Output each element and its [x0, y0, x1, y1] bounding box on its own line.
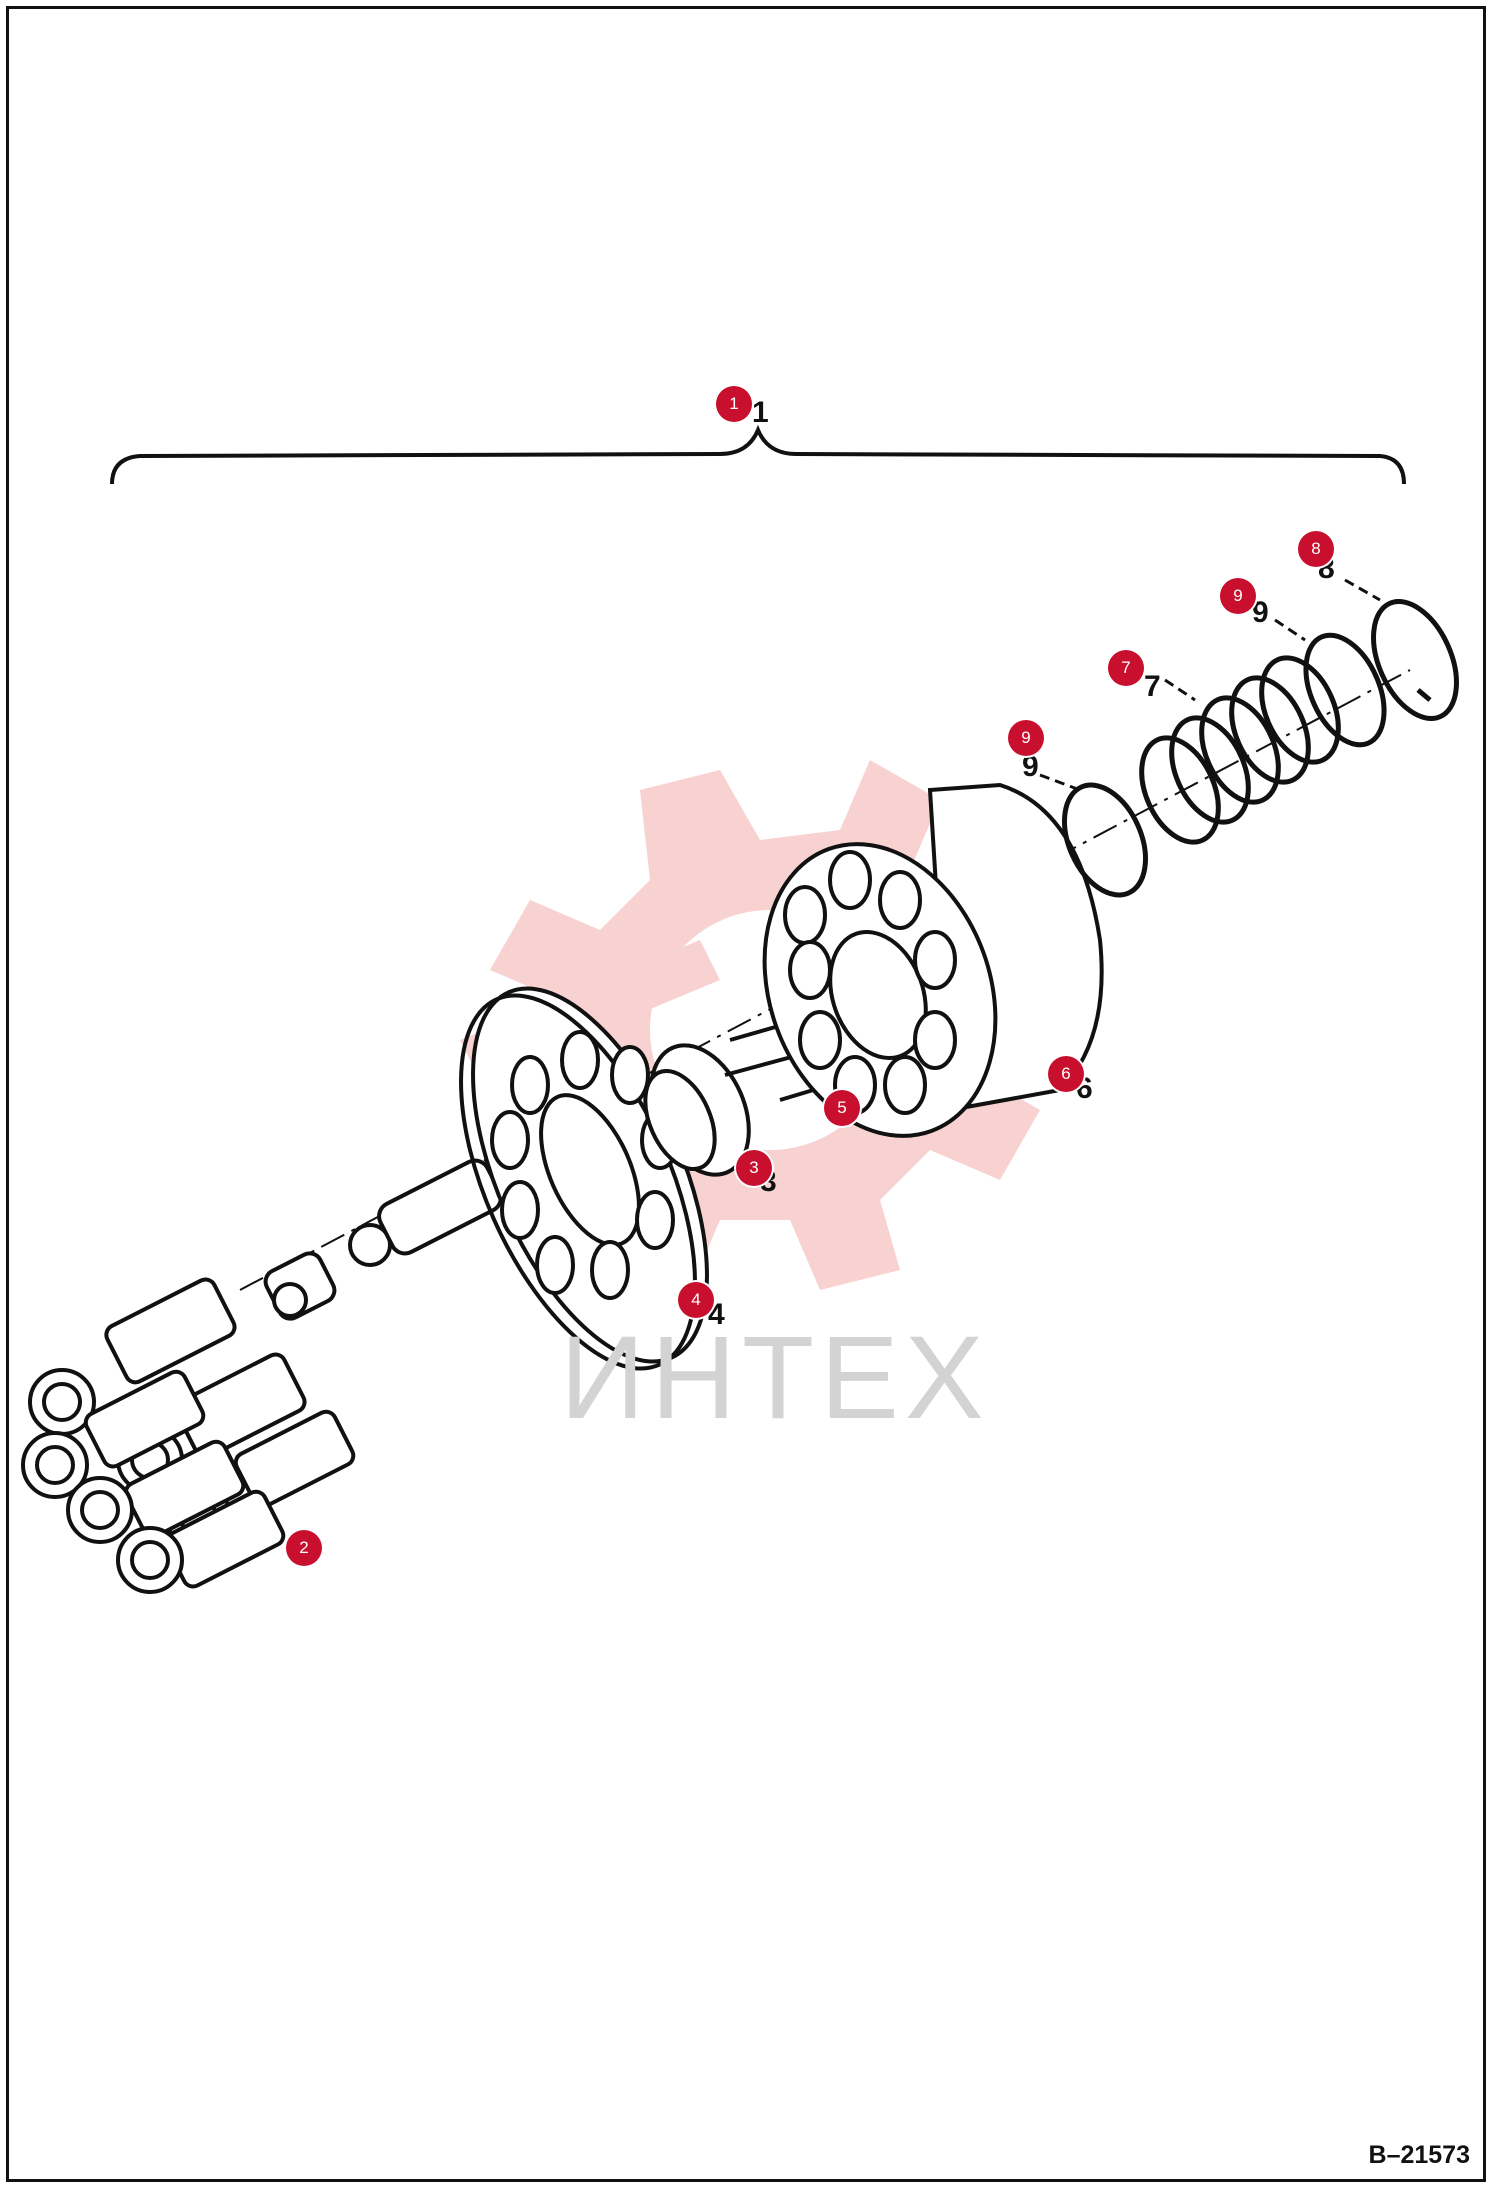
- callout-7[interactable]: 7: [1108, 650, 1144, 686]
- callout-5[interactable]: 5: [824, 1090, 860, 1126]
- cylinder-block: [762, 782, 1104, 1138]
- leader-lines: [1039, 578, 1381, 792]
- snap-ring: [1371, 598, 1459, 722]
- retainer-plate: [459, 986, 709, 1371]
- callout-2[interactable]: 2: [286, 1530, 322, 1566]
- numeral-1: 1: [752, 396, 769, 429]
- pivot-parts: [263, 1158, 503, 1321]
- callout-6[interactable]: 6: [1048, 1056, 1084, 1092]
- callout-9-rear[interactable]: 9: [1220, 578, 1256, 614]
- ball-guide: [643, 1043, 751, 1177]
- spring: [1139, 655, 1341, 845]
- callout-9-front[interactable]: 9: [1008, 720, 1044, 756]
- piston-group: [21, 1277, 356, 1594]
- figure-id: B–21573: [1368, 2141, 1470, 2169]
- callout-3[interactable]: 3: [736, 1150, 772, 1186]
- numeral-9-front: 9: [1022, 750, 1039, 783]
- washer-rear: [1303, 632, 1387, 748]
- numeral-9-rear: 9: [1252, 596, 1269, 629]
- drawing-frame: [6, 6, 1486, 2182]
- washer-front: [1062, 782, 1148, 898]
- assembly-brace: [110, 424, 1406, 485]
- watermark-text: ИНТЕХ: [560, 1312, 990, 1444]
- callout-8[interactable]: 8: [1298, 531, 1334, 567]
- callout-1[interactable]: 1: [716, 386, 752, 422]
- callout-4[interactable]: 4: [678, 1282, 714, 1318]
- numeral-7: 7: [1144, 670, 1161, 703]
